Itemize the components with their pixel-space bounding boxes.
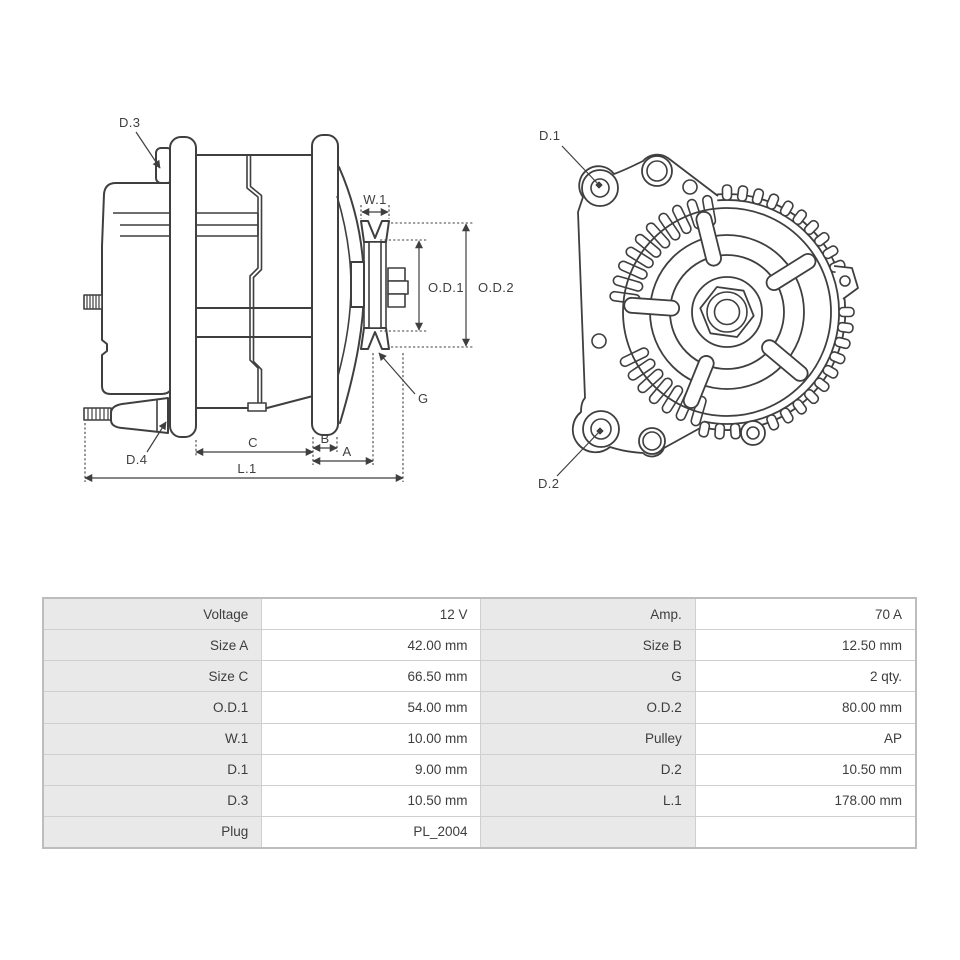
spec-value-od2: 80.00 mm (695, 692, 915, 723)
dim-label-b: B (320, 431, 329, 446)
spec-label-size-c: Size C (44, 661, 262, 692)
dim-label-d2: D.2 (538, 476, 559, 491)
spec-value-voltage: 12 V (262, 599, 481, 630)
dim-label-w1: W.1 (363, 192, 387, 207)
spec-label-amp: Amp. (481, 599, 695, 630)
spec-value-size-b: 12.50 mm (695, 630, 915, 661)
spec-label-od2: O.D.2 (481, 692, 695, 723)
spec-value-w1: 10.00 mm (262, 723, 481, 754)
terminal-stud-lower (83, 407, 112, 421)
spec-label-d2: D.2 (481, 754, 695, 785)
spec-label-pulley: Pulley (481, 723, 695, 754)
bottom-ear (740, 420, 766, 446)
hole-d2 (590, 418, 612, 440)
spec-table: Voltage 12 V Amp. 70 A Size A 42.00 mm S… (42, 597, 917, 849)
spec-label-plug: Plug (44, 816, 262, 847)
dim-label-d1: D.1 (539, 128, 560, 143)
mount-ear-rear (169, 136, 197, 438)
lower-lug (110, 397, 169, 434)
spec-label-od1: O.D.1 (44, 692, 262, 723)
hole-d1 (590, 178, 610, 198)
side-view-drawing: W.1 O.D.1 O.D.2 G C B A L.1 D.3 D.4 (83, 115, 514, 482)
pulley (360, 220, 409, 350)
dim-label-a: A (342, 444, 351, 459)
spec-label-w1: W.1 (44, 723, 262, 754)
spec-label-size-b: Size B (481, 630, 695, 661)
spec-value-amp: 70 A (695, 599, 915, 630)
spec-label-size-a: Size A (44, 630, 262, 661)
dim-label-l1: L.1 (237, 461, 256, 476)
dim-label-od1: O.D.1 (428, 280, 464, 295)
front-view-drawing: D.1 D.2 (538, 128, 859, 491)
spec-value-od1: 54.00 mm (262, 692, 481, 723)
dim-label-c: C (248, 435, 258, 450)
spec-value-plug: PL_2004 (262, 816, 481, 847)
spec-value-d3: 10.50 mm (262, 785, 481, 816)
spec-value-pulley: AP (695, 723, 915, 754)
mount-bracket-plate (572, 154, 718, 457)
spec-label-l1: L.1 (481, 785, 695, 816)
rear-housing (101, 182, 173, 395)
shaft-step (350, 261, 365, 308)
mount-ear-front (311, 134, 339, 436)
spec-value-size-c: 66.50 mm (262, 661, 481, 692)
spec-label-d1: D.1 (44, 754, 262, 785)
dim-label-d4: D.4 (126, 452, 147, 467)
body-lower (195, 336, 314, 409)
spec-value-d1: 9.00 mm (262, 754, 481, 785)
spec-value-g: 2 qty. (695, 661, 915, 692)
spec-value-size-a: 42.00 mm (262, 630, 481, 661)
dim-label-g: G (418, 391, 429, 406)
spec-label-empty (481, 816, 695, 847)
spec-value-empty (695, 816, 915, 847)
spec-value-d2: 10.50 mm (695, 754, 915, 785)
dim-label-d3: D.3 (119, 115, 140, 130)
terminal-stud-upper (83, 294, 103, 310)
spec-value-l1: 178.00 mm (695, 785, 915, 816)
spec-label-g: G (481, 661, 695, 692)
spec-label-voltage: Voltage (44, 599, 262, 630)
body-upper (195, 154, 316, 309)
dim-label-od2: O.D.2 (478, 280, 514, 295)
spec-label-d3: D.3 (44, 785, 262, 816)
